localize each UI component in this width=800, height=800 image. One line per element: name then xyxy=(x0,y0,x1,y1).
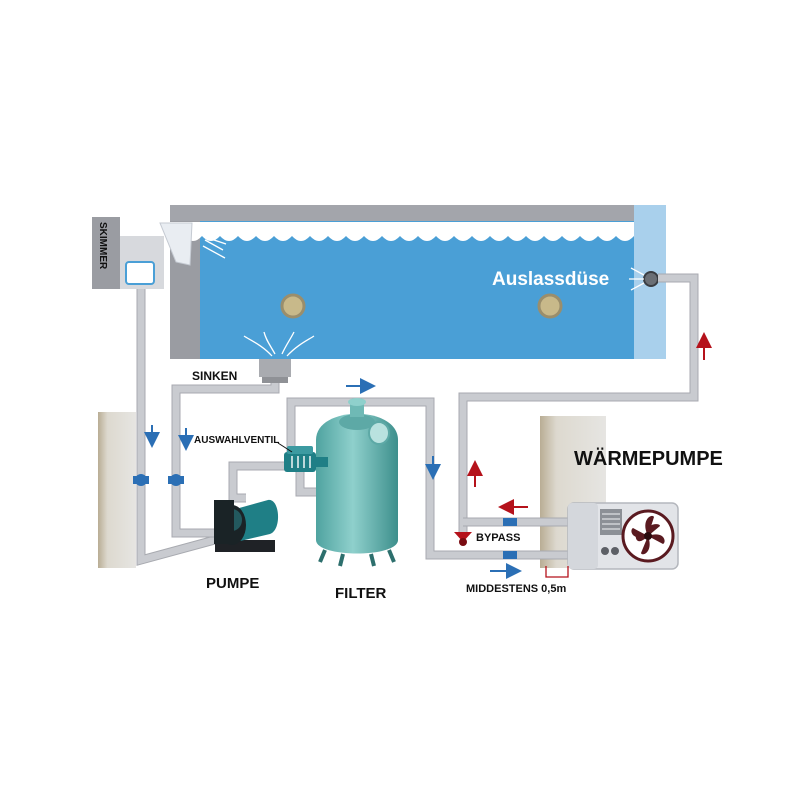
water-surface-waves xyxy=(120,222,634,241)
skimmer-flow-icon xyxy=(202,236,227,259)
bypass-valve xyxy=(454,532,472,546)
drain-label: SINKEN xyxy=(192,369,237,383)
pipes xyxy=(136,273,699,566)
pool xyxy=(120,205,666,359)
wall-inlet-right xyxy=(537,293,563,319)
drain-suction-icon xyxy=(243,331,315,357)
skimmer-flap xyxy=(159,222,193,266)
outlet-spray-icon xyxy=(629,267,645,291)
selector-valve-leader xyxy=(277,442,293,453)
skimmer xyxy=(92,217,164,289)
filter xyxy=(316,398,398,567)
heat-pump-label: WÄRMEPUMPE xyxy=(574,447,723,470)
pool-rim xyxy=(170,205,666,221)
heat-pump-outlet-valve xyxy=(503,518,517,526)
outlet-nozzle-label: Auslassdüse xyxy=(492,269,609,290)
ball-valve-drain-line xyxy=(168,474,184,486)
skimmer-label: SKIMMER xyxy=(97,222,108,270)
outlet-nozzle xyxy=(643,271,659,287)
selector-valve xyxy=(284,446,328,472)
drain xyxy=(259,359,291,383)
heat-pump xyxy=(567,502,679,570)
wall-inlet-left xyxy=(280,293,306,319)
selector-valve-label: AUSWAHLVENTIL xyxy=(194,435,279,446)
pool-water xyxy=(200,221,634,359)
min-distance-bracket xyxy=(545,566,569,578)
flow-arrows xyxy=(144,332,712,579)
left-wall xyxy=(98,412,136,568)
bypass-label: BYPASS xyxy=(476,532,520,544)
heat-pump-inlet-valve xyxy=(503,551,517,559)
pump-label: PUMPE xyxy=(206,575,259,592)
min-distance-label: MIDDESTENS 0,5m xyxy=(466,583,566,595)
ball-valve-skimmer-line xyxy=(133,474,149,486)
filter-label: FILTER xyxy=(335,585,387,602)
pump xyxy=(214,499,279,552)
